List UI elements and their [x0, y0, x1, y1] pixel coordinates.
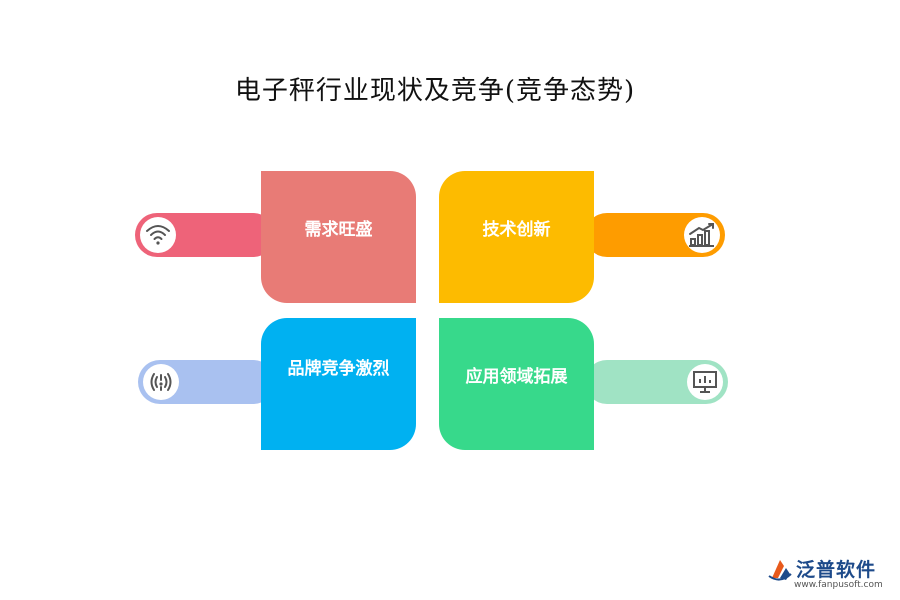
- card-label: 品牌竞争激烈: [287, 359, 390, 379]
- logo-name: 泛普软件: [796, 559, 877, 581]
- card-brand: 品牌竞争激烈: [261, 318, 416, 450]
- bar-chart-growth-icon: [684, 217, 720, 253]
- card-label: 技术创新: [482, 220, 551, 240]
- pill-tech: [585, 213, 725, 257]
- card-demand: 需求旺盛: [261, 171, 416, 303]
- card-application: 应用领域拓展: [439, 318, 594, 450]
- card-label: 需求旺盛: [304, 220, 373, 240]
- page-title: 电子秤行业现状及竞争(竞争态势): [234, 76, 636, 106]
- fanpu-logo-icon: [768, 560, 792, 581]
- monitor-chart-icon: [687, 364, 723, 400]
- pill-demand: [135, 213, 275, 257]
- card-label: 应用领域拓展: [465, 367, 568, 387]
- wifi-icon: [140, 217, 176, 253]
- brand-logo: 泛普软件 www.fanpusoft.com: [766, 555, 896, 595]
- pill-application: [585, 360, 728, 404]
- broadcast-signal-icon: [143, 364, 179, 400]
- logo-url: www.fanpusoft.com: [794, 580, 883, 590]
- pill-brand: [138, 360, 275, 404]
- card-tech: 技术创新: [439, 171, 594, 303]
